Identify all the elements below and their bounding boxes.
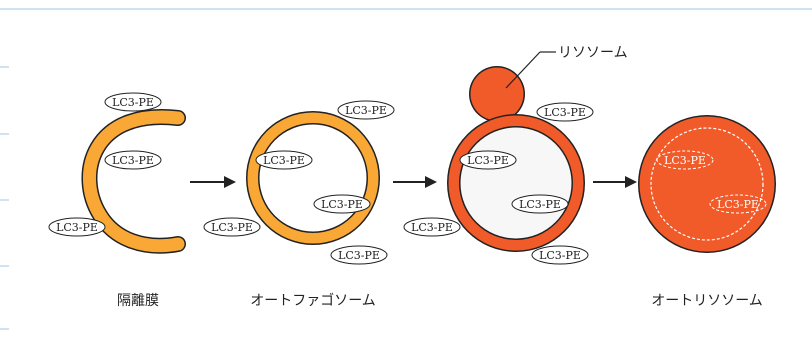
stage1-label: 隔離膜: [117, 292, 159, 309]
arrow-2: [393, 176, 437, 188]
svg-text:LC3-PE: LC3-PE: [539, 249, 581, 262]
lysosome-label: リソソーム: [558, 45, 628, 61]
autophagosome: [246, 111, 380, 245]
lc3-pe-tag: LC3-PE: [403, 217, 461, 237]
lc3-pe-tag: LC3-PE: [104, 92, 162, 112]
svg-text:LC3-PE: LC3-PE: [56, 221, 98, 234]
lc3-pe-tag: LC3-PE: [536, 102, 594, 122]
lc3-pe-tag: LC3-PE: [459, 150, 517, 170]
lc3-pe-tag: LC3-PE: [48, 217, 106, 237]
lc3-pe-tag: LC3-PE: [255, 150, 313, 170]
lc3-pe-tag: LC3-PE: [313, 194, 371, 214]
svg-text:LC3-PE: LC3-PE: [263, 154, 305, 167]
left-margin-ticks: [0, 66, 9, 330]
svg-text:LC3-PE: LC3-PE: [112, 154, 154, 167]
stage4-label: オートリソソーム: [651, 293, 763, 309]
autolysosome: [638, 115, 776, 253]
svg-text:LC3-PE: LC3-PE: [467, 154, 509, 167]
lc3-pe-tag: LC3-PE: [104, 150, 162, 170]
svg-text:LC3-PE: LC3-PE: [211, 221, 253, 234]
arrow-3: [593, 176, 637, 188]
arrow-1: [190, 176, 236, 188]
fusing-autophagosome: [447, 114, 585, 252]
svg-text:LC3-PE: LC3-PE: [664, 154, 706, 167]
isolation-membrane: [81, 109, 186, 254]
stage2-label: オートファゴソーム: [250, 292, 376, 309]
svg-text:LC3-PE: LC3-PE: [717, 198, 759, 211]
lysosome: [469, 66, 525, 122]
lc3-pe-tag: LC3-PE: [511, 194, 569, 214]
svg-text:LC3-PE: LC3-PE: [345, 104, 387, 117]
lc3-pe-tag: LC3-PE: [330, 245, 388, 265]
svg-text:LC3-PE: LC3-PE: [338, 249, 380, 262]
lc3-pe-tag-degrading: LC3-PE: [709, 194, 767, 214]
lysosome-callout: リソソーム: [505, 45, 628, 89]
lc3-pe-tag: LC3-PE: [531, 245, 589, 265]
svg-text:LC3-PE: LC3-PE: [519, 198, 561, 211]
lc3-pe-tag: LC3-PE: [337, 100, 395, 120]
svg-text:LC3-PE: LC3-PE: [544, 106, 586, 119]
svg-text:LC3-PE: LC3-PE: [112, 96, 154, 109]
lc3-pe-tag: LC3-PE: [203, 217, 261, 237]
lc3-pe-tag-degrading: LC3-PE: [656, 150, 714, 170]
svg-text:LC3-PE: LC3-PE: [411, 221, 453, 234]
svg-text:LC3-PE: LC3-PE: [321, 198, 363, 211]
